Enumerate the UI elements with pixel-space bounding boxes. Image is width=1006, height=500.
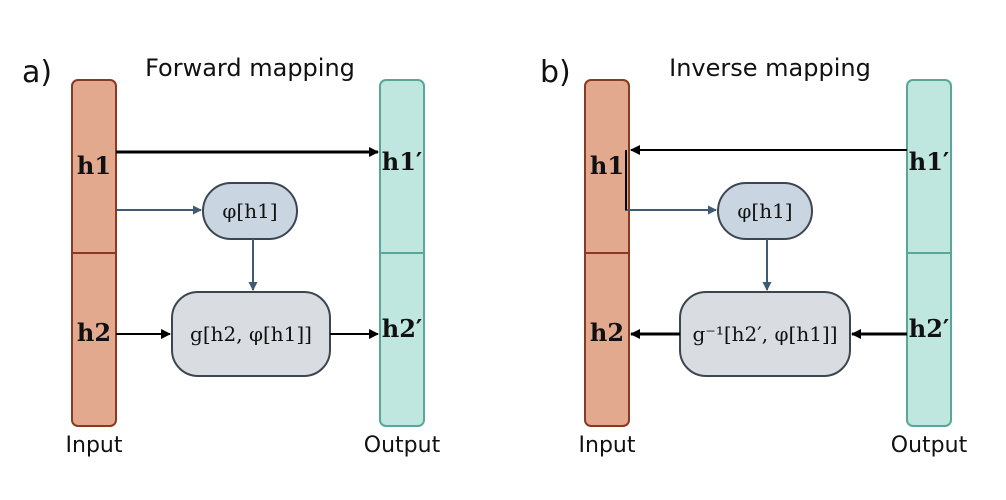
input-bottom-label: h2 <box>590 318 624 347</box>
output-bottom-label: h2′ <box>382 314 422 343</box>
panel-title: Inverse mapping <box>669 54 871 82</box>
input-top-label: h1 <box>590 151 624 180</box>
phi-node <box>202 182 298 240</box>
input-bottom-label: h2 <box>77 318 111 347</box>
output-caption: Output <box>364 433 441 458</box>
output-bottom-label: h2′ <box>909 314 949 343</box>
output-top-label: h1′ <box>382 147 422 176</box>
inverse-coupling-function-label: g⁻¹[h2′, φ[h1]] <box>692 322 837 346</box>
panel-letter: a) <box>22 55 52 90</box>
phi-node <box>717 182 813 240</box>
panel-forward: a) Forward mapping h1 h2 Input h1′ h2′ O… <box>22 54 441 458</box>
panel-letter: b) <box>540 55 571 90</box>
phi-label: φ[h1] <box>737 199 792 223</box>
output-caption: Output <box>891 433 968 458</box>
input-caption: Input <box>579 433 636 458</box>
panel-inverse: b) Inverse mapping h1 h2 Input h1′ h2′ O… <box>540 54 968 458</box>
phi-label: φ[h1] <box>222 199 277 223</box>
panel-title: Forward mapping <box>145 54 355 82</box>
input-caption: Input <box>66 433 123 458</box>
output-top-label: h1′ <box>909 147 949 176</box>
h1-to-phi-arrow <box>625 150 717 215</box>
input-top-label: h1 <box>77 151 111 180</box>
coupling-function-label: g[h2, φ[h1]] <box>190 322 312 346</box>
